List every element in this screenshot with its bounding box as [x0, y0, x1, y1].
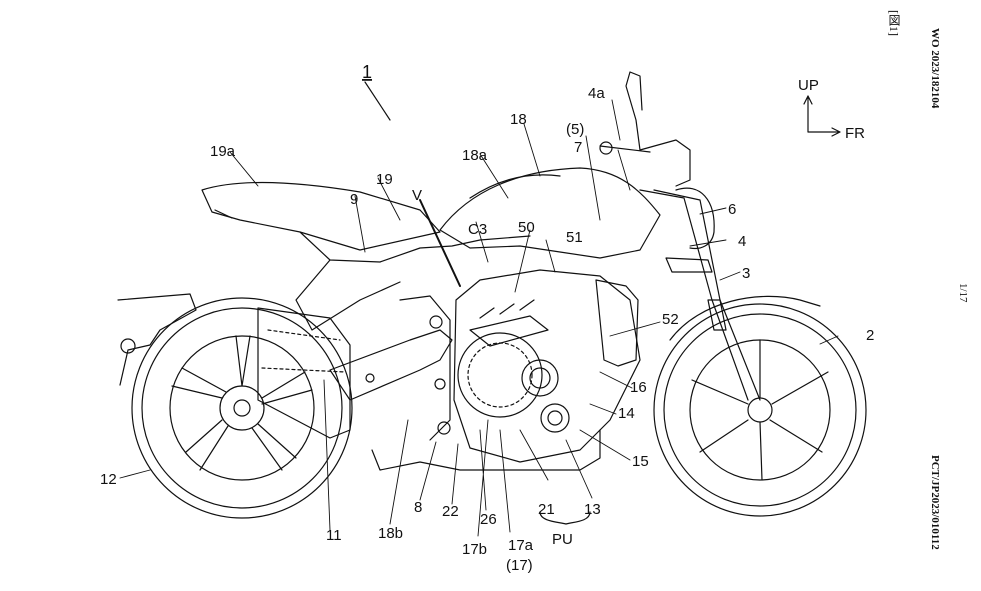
label-PU: PU: [552, 531, 573, 548]
label-6: 6: [728, 201, 736, 218]
label-17b: 17b: [462, 541, 487, 558]
label-4a: 4a: [588, 85, 605, 102]
label-up: UP: [798, 77, 819, 94]
label-V: V: [412, 187, 422, 204]
label-50: 50: [518, 219, 535, 236]
label-26: 26: [480, 511, 497, 528]
label-9: 9: [350, 191, 358, 208]
label-17: (17): [506, 557, 533, 574]
view-line: [419, 199, 461, 287]
orientation-arrow: [803, 95, 841, 137]
label-18: 18: [510, 111, 527, 128]
mirror-drawing: [599, 71, 651, 153]
label-19: 19: [376, 171, 393, 188]
rear-fender-drawing: [117, 293, 197, 386]
label-13: 13: [584, 501, 601, 518]
label-2: 2: [866, 327, 874, 344]
label-C3: C3: [468, 221, 487, 238]
label-14: 14: [618, 405, 635, 422]
label-fr: FR: [845, 125, 865, 142]
page-indicator: 1/17: [957, 283, 969, 303]
label-8: 8: [414, 499, 422, 516]
front-wheel-drawing: [653, 295, 867, 517]
label-16: 16: [630, 379, 647, 396]
label-15: 15: [632, 453, 649, 470]
label-4: 4: [738, 233, 746, 250]
label-7: 7: [574, 139, 582, 156]
radiator-drawing: [595, 279, 639, 367]
seat-drawing: [201, 182, 441, 251]
figure-tag: [図1]: [887, 10, 901, 36]
label-52: 52: [662, 311, 679, 328]
label-11: 11: [326, 527, 342, 544]
rear-wheel-drawing: [131, 297, 353, 519]
muffler-drawing: [257, 307, 351, 439]
label-19a: 19a: [210, 143, 236, 160]
fuel-tank-drawing: [439, 167, 661, 259]
application-number: PCT/JP2023/010112: [929, 455, 941, 550]
label-21: 21: [538, 501, 555, 518]
headlight-drawing: [675, 187, 715, 250]
label-vehicle: 1: [362, 62, 372, 82]
label-51: 51: [566, 229, 583, 246]
front-fork-drawing: [639, 139, 761, 401]
pu-bracket: [539, 511, 591, 525]
publication-number: WO 2023/182104: [929, 28, 941, 109]
swingarm-drawing: [329, 329, 453, 401]
label-5: (5): [566, 121, 584, 138]
label-3: 3: [742, 265, 750, 282]
label-18a: 18a: [462, 147, 488, 164]
label-12: 12: [100, 471, 117, 488]
label-17a: 17a: [508, 537, 534, 554]
label-18b: 18b: [378, 525, 403, 542]
label-22: 22: [442, 503, 459, 520]
engine-drawing: [371, 269, 641, 471]
